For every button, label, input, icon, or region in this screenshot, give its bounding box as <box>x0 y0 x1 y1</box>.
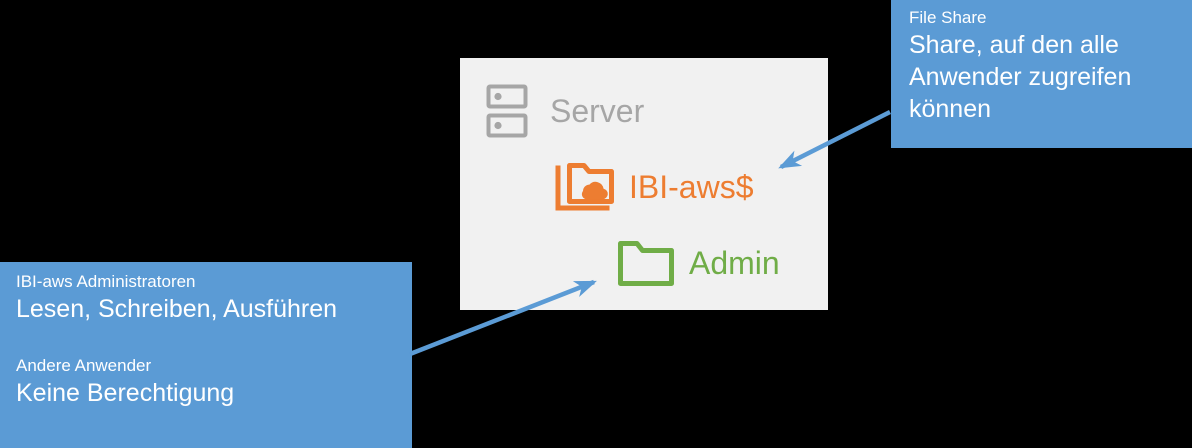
permissions-callout-group-2-value: Keine Berechtigung <box>16 379 235 408</box>
node-label-admin-folder: Admin <box>689 245 780 281</box>
file-share-callout-body-line-1: Share, auf den alle <box>909 31 1119 60</box>
file-share-callout-heading: File Share <box>909 8 987 27</box>
cloud-folder-icon <box>555 161 617 213</box>
permissions-callout-group-2-heading: Andere Anwender <box>16 356 152 376</box>
node-label-server: Server <box>550 93 645 129</box>
file-share-callout-body-line-2: Anwender zugreifen <box>909 63 1132 92</box>
file-share-callout-body: Share, auf den alle Anwender zugreifen k… <box>909 29 1192 125</box>
file-share-callout-body-line-3: können <box>909 95 992 124</box>
node-server[interactable]: Server <box>486 84 644 138</box>
permissions-callout: IBI-aws Administratoren Lesen, Schreiben… <box>0 262 412 448</box>
permissions-callout-spacer <box>16 325 412 355</box>
node-label-file-share: IBI-aws$ <box>629 169 754 205</box>
node-admin-folder[interactable]: Admin <box>615 237 780 289</box>
server-icon <box>486 84 528 138</box>
file-share-callout: File Share Share, auf den alle Anwender … <box>891 0 1192 148</box>
node-file-share[interactable]: IBI-aws$ <box>555 161 753 213</box>
permissions-callout-group-1-value: Lesen, Schreiben, Ausführen <box>16 295 338 324</box>
permissions-callout-group-1-heading: IBI-aws Administratoren <box>16 272 196 291</box>
folder-icon <box>615 237 677 289</box>
server-panel: Server IBI-aws$ <box>460 58 828 310</box>
